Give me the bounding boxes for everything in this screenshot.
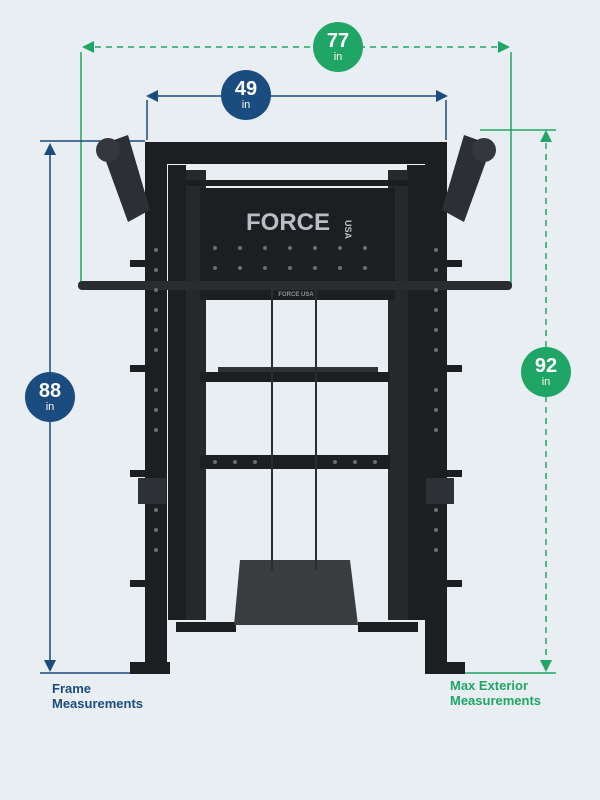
crossbar-logo: FORCE USA (278, 292, 314, 298)
frame-width-unit: in (241, 99, 251, 111)
exterior-height-badge: 92 in (521, 347, 571, 397)
frame-width-value: 49 (234, 78, 258, 100)
frame-height-value: 88 (38, 380, 62, 402)
frame-height-unit: in (45, 401, 55, 413)
frame-caption-line-1: Frame (52, 681, 92, 696)
frame-width-line (146, 90, 448, 140)
exterior-caption-line-2: Measurements (450, 693, 542, 708)
exterior-caption-line-1: Max Exterior (450, 678, 529, 693)
frame-height-badge: 88 in (25, 372, 75, 422)
upright-holes (154, 246, 438, 552)
frame-caption-line-2: Measurements (52, 696, 144, 711)
frame-caption: Frame Measurements (52, 681, 143, 711)
exterior-width-line (80, 41, 512, 286)
exterior-width-value: 77 (326, 30, 350, 52)
exterior-caption: Max Exterior Measurements (450, 678, 541, 708)
exterior-width-unit: in (333, 51, 343, 63)
exterior-height-unit: in (541, 376, 551, 388)
exterior-height-line (458, 129, 556, 674)
exterior-height-value: 92 (534, 355, 558, 377)
brand-logo-sub: USA (343, 220, 353, 240)
frame-width-badge: 49 in (221, 70, 271, 120)
exterior-width-badge: 77 in (313, 22, 363, 72)
gym-rack (78, 135, 512, 674)
brand-logo: FORCE (246, 209, 330, 236)
